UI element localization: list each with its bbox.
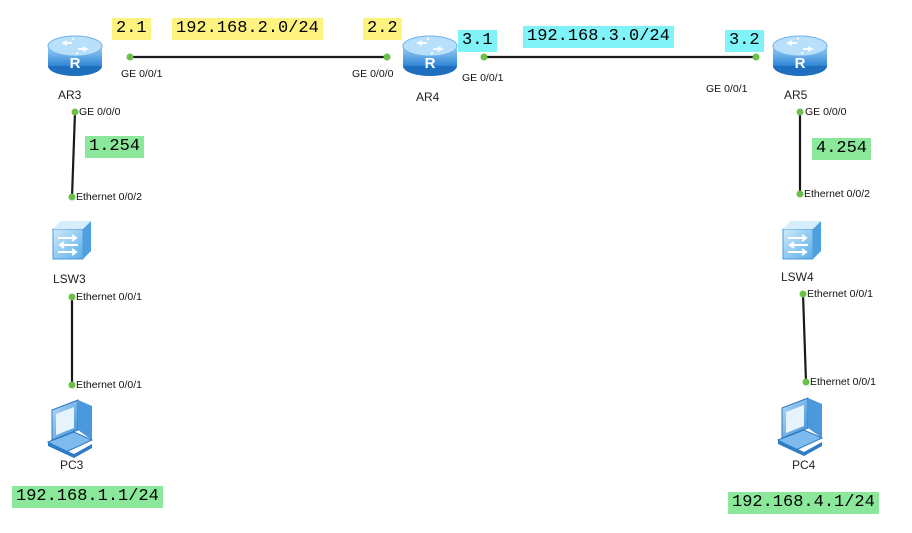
link-ar3-lsw3 [70,111,77,198]
device-name-pc4: PC4 [792,458,816,472]
device-name-ar3: AR3 [58,88,82,102]
device-name-lsw3: LSW3 [53,272,86,286]
port-label: GE 0/0/1 [121,68,163,80]
port-label: GE 0/0/0 [79,106,121,118]
port-dot [799,290,807,298]
port-dot [752,53,760,61]
port-dot [68,293,76,301]
ar3-wan-address: 2.1 [112,18,151,40]
port-label: GE 0/0/0 [352,68,394,80]
pc4-ip-address: 192.168.4.1/24 [728,492,879,514]
ar4-right-address: 3.1 [458,30,497,52]
link-lsw4-pc4 [801,293,808,383]
ar4-left-address: 2.2 [363,18,402,40]
port-label: Ethernet 0/0/2 [804,188,870,200]
port-dots [68,53,810,389]
port-dot [71,108,79,116]
port-label: GE 0/0/1 [462,72,504,84]
port-dot [480,53,488,61]
port-label: GE 0/0/1 [706,83,748,95]
network-192-168-2: 192.168.2.0/24 [172,18,323,40]
pc3-ip-address: 192.168.1.1/24 [12,486,163,508]
device-name-lsw4: LSW4 [781,270,814,284]
pc-icon[interactable] [777,397,823,457]
port-dot [126,53,134,61]
port-dot [802,378,810,386]
switch-icon[interactable] [782,220,822,260]
port-dot [796,108,804,116]
port-label: Ethernet 0/0/2 [76,191,142,203]
port-label: Ethernet 0/0/1 [810,376,876,388]
network-192-168-3: 192.168.3.0/24 [523,26,674,48]
port-dot [68,381,76,389]
port-label: GE 0/0/0 [805,106,847,118]
switch-icon[interactable] [52,220,92,260]
port-dot [68,193,76,201]
port-label: Ethernet 0/0/1 [807,288,873,300]
router-icon[interactable] [47,35,103,77]
router-icon[interactable] [402,35,458,77]
ar5-lan-address: 4.254 [812,138,872,160]
port-label: Ethernet 0/0/1 [76,379,142,391]
device-name-ar5: AR5 [784,88,808,102]
device-name-pc3: PC3 [60,458,84,472]
port-dot [383,53,391,61]
pc-icon[interactable] [47,399,93,459]
port-dot [796,190,804,198]
router-icon[interactable] [772,35,828,77]
ar5-wan-address: 3.2 [725,30,764,52]
device-name-ar4: AR4 [416,90,440,104]
links [70,55,808,385]
ar3-lan-address: 1.254 [85,136,145,158]
port-label: Ethernet 0/0/1 [76,291,142,303]
